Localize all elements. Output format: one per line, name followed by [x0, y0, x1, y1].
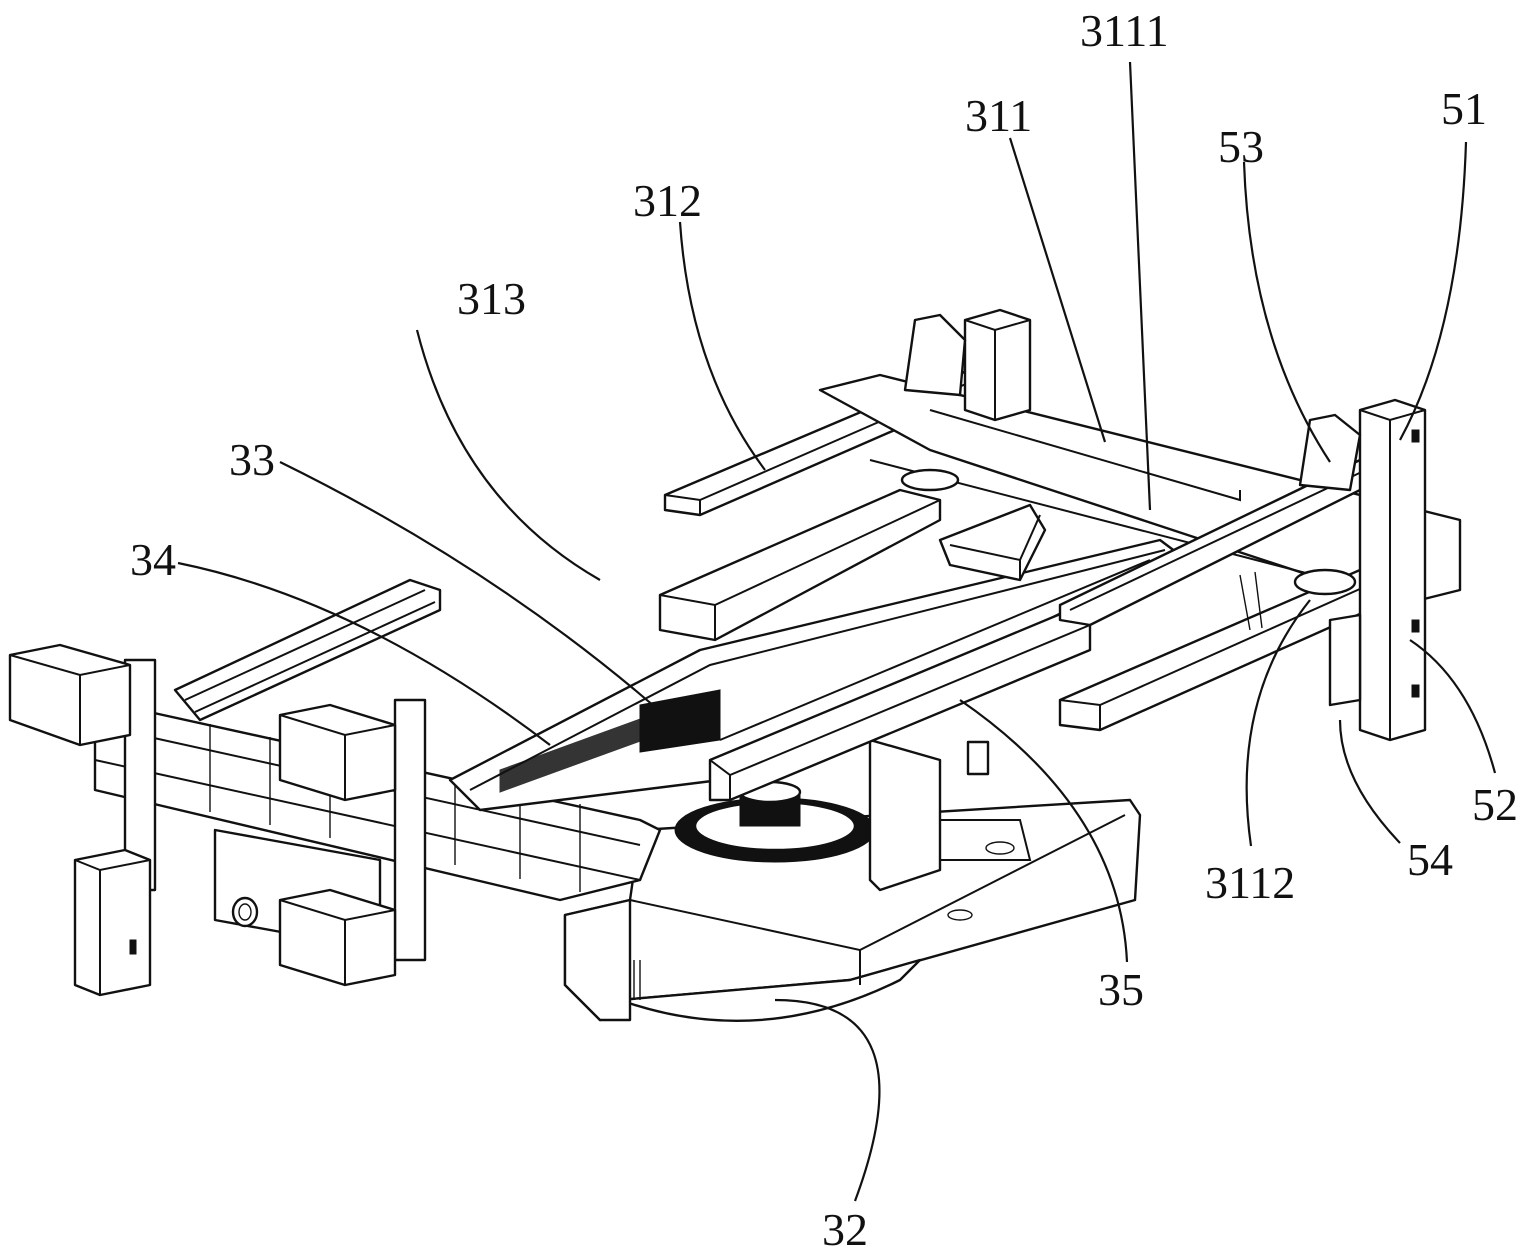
label-52: 52: [1472, 779, 1518, 830]
label-51: 51: [1441, 83, 1487, 134]
motor-base-assembly: [563, 738, 1142, 1022]
label-34: 34: [130, 534, 176, 585]
label-312: 312: [633, 175, 702, 226]
label-311: 311: [965, 90, 1032, 141]
label-32: 32: [822, 1204, 868, 1255]
leader-52: [1409, 639, 1497, 774]
leader-lines: [177, 61, 1497, 1202]
motor-gear: [674, 780, 876, 863]
label-313: 313: [457, 273, 526, 324]
leader-34: [177, 561, 551, 746]
leader-312: [678, 221, 766, 471]
leader-35: [959, 699, 1129, 963]
leader-54: [1338, 719, 1401, 844]
label-35: 35: [1098, 964, 1144, 1015]
label-3111: 3111: [1080, 5, 1169, 56]
label-3112: 3112: [1205, 857, 1295, 908]
leader-311: [1008, 137, 1107, 443]
reference-labels: 3111 311 53 51 312 313 33 34 35 3112 54 …: [130, 5, 1518, 1255]
leader-51: [1399, 141, 1468, 441]
label-53: 53: [1218, 121, 1264, 172]
leader-53: [1242, 161, 1331, 463]
leader-32: [774, 998, 881, 1202]
left-frame: [8, 643, 662, 997]
guide-rail-34: [173, 578, 442, 722]
support-posts: [903, 308, 1427, 742]
leader-313: [415, 329, 601, 581]
label-33: 33: [229, 434, 275, 485]
leader-3112: [1245, 599, 1311, 847]
upper-frame: [658, 368, 1462, 732]
leader-3111: [1128, 61, 1152, 511]
label-54: 54: [1407, 834, 1453, 885]
leader-33: [279, 461, 671, 721]
